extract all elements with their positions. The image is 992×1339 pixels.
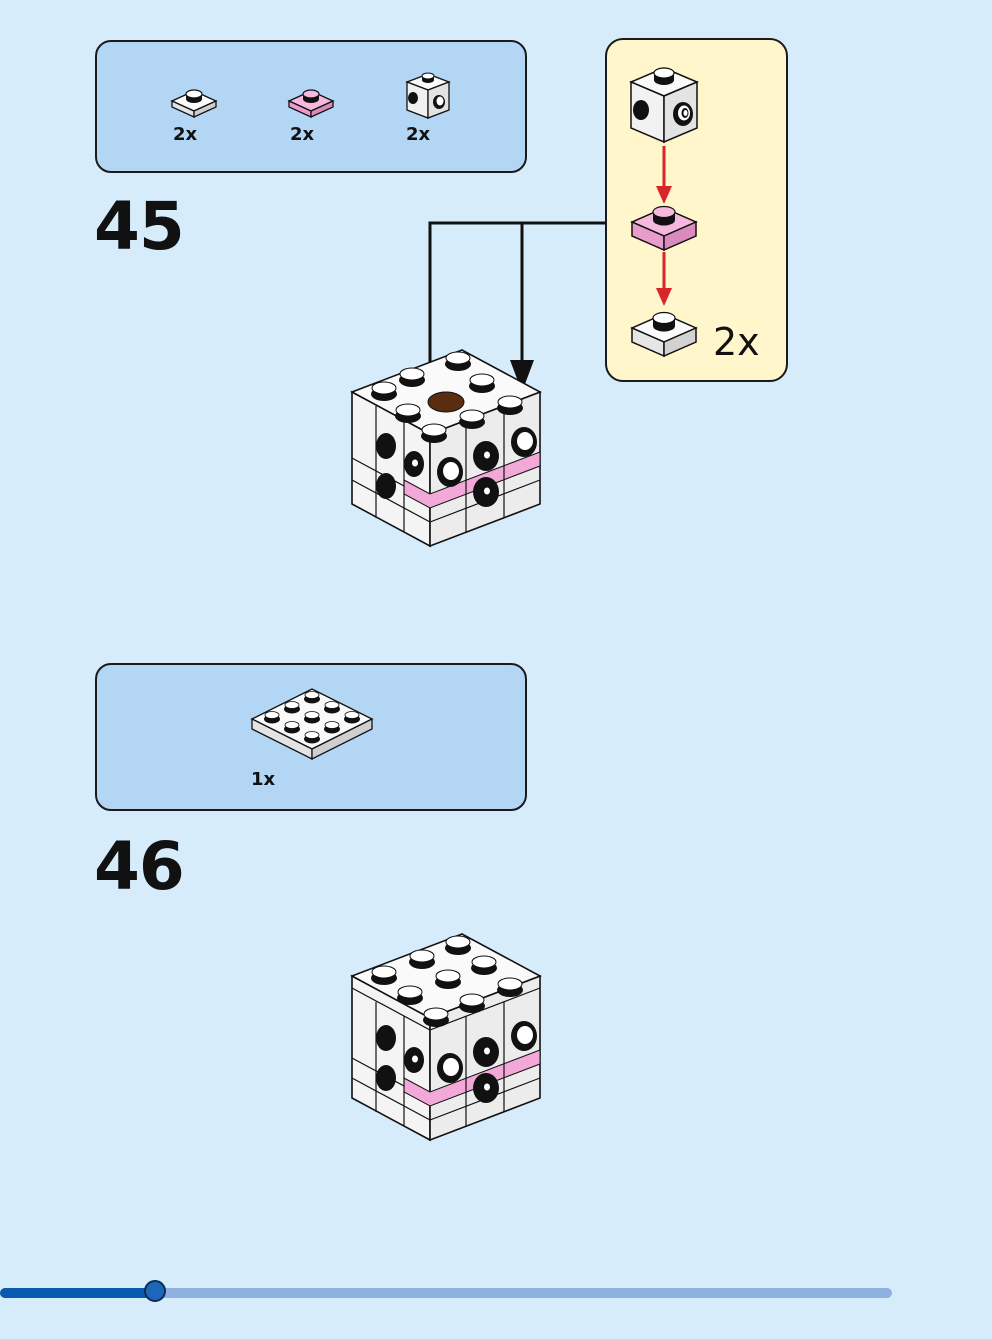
white-round-plate-icon	[630, 311, 698, 358]
part-qty: 2x	[173, 124, 198, 145]
model-step-46	[350, 933, 542, 1142]
part-qty: 2x	[406, 124, 431, 145]
part-qty: 1x	[251, 769, 276, 790]
subassembly-qty: 2x	[713, 320, 760, 364]
progress-fill	[0, 1288, 155, 1298]
parts-box-step-46	[95, 663, 527, 811]
step-number: 45	[94, 188, 185, 265]
pink-round-plate-icon	[630, 205, 698, 252]
white-brick-with-studs-icon	[629, 67, 699, 144]
white-round-plate-icon	[170, 89, 218, 119]
white-plate-3x3-icon	[250, 688, 374, 761]
progress-bar[interactable]	[0, 1288, 892, 1298]
subassembly-diagram	[629, 67, 699, 358]
pink-round-plate-icon	[287, 89, 335, 119]
progress-slider-handle[interactable]	[144, 1280, 166, 1302]
model-step-45	[350, 349, 542, 548]
part-qty: 2x	[290, 124, 315, 145]
step-number: 46	[94, 828, 185, 905]
white-brick-with-studs-icon	[405, 72, 451, 119]
